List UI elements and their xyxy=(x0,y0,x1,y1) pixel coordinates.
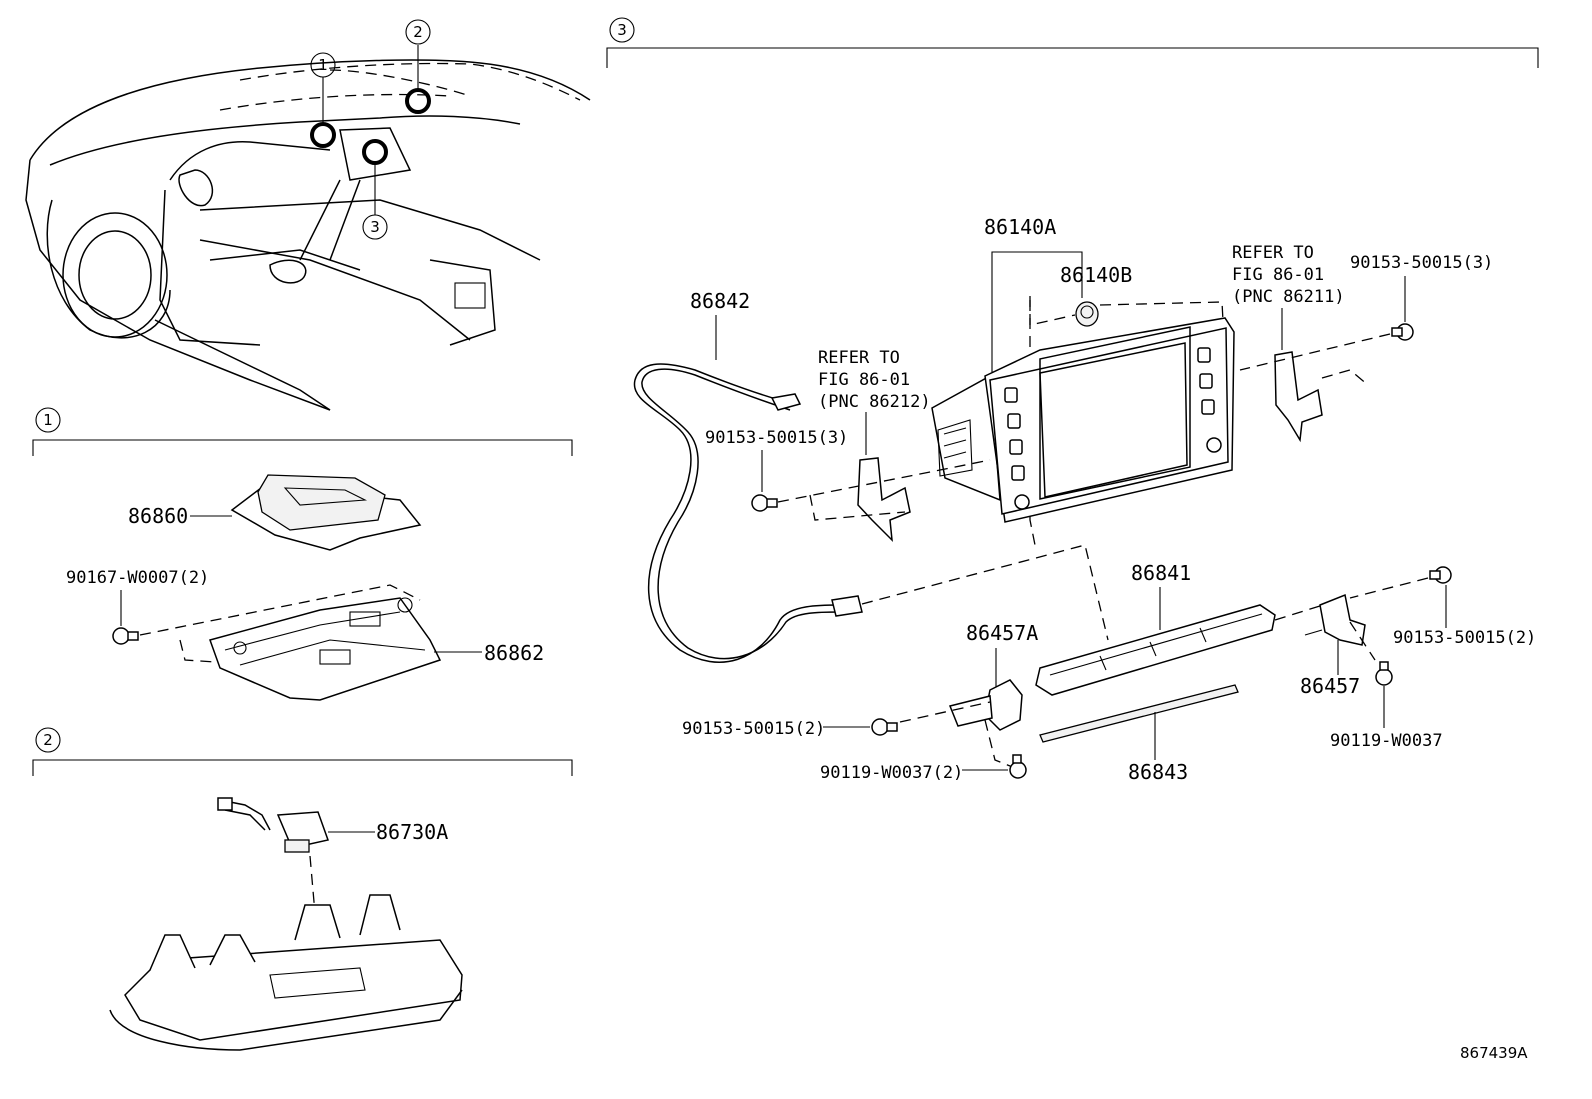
section-3-marker: 3 xyxy=(617,21,627,39)
label-86860: 86860 xyxy=(128,504,188,528)
overview-callout-2: 2 xyxy=(413,23,423,41)
section-2: 2 86730A xyxy=(32,727,573,1051)
vehicle-interior-overview: 1 2 3 xyxy=(25,19,591,411)
screw-90119-right xyxy=(1375,661,1393,686)
part-86140b-knob xyxy=(1075,301,1099,327)
refer-right-line1: REFER TO xyxy=(1232,243,1314,263)
overhead-console-housing xyxy=(109,894,463,1051)
overview-callout-1: 1 xyxy=(318,56,328,74)
label-90119-w0037-2: 90119-W0037(2) xyxy=(820,763,963,783)
label-86842: 86842 xyxy=(690,289,750,313)
part-86842-cable xyxy=(633,363,863,663)
refer-right-line3: (PNC 86211) xyxy=(1232,287,1345,307)
part-86730a-connector xyxy=(217,797,329,853)
screw-90153-left-3 xyxy=(751,494,778,512)
figure-id: 867439A xyxy=(1460,1044,1528,1062)
screw-90153-right-3 xyxy=(1391,323,1414,341)
part-86457-bracket xyxy=(1304,593,1376,661)
label-86140b: 86140B xyxy=(1060,263,1132,287)
part-86457a-bracket xyxy=(948,679,1023,769)
refer-left-line1: REFER TO xyxy=(818,348,900,368)
label-90153-50015-2-right: 90153-50015(2) xyxy=(1393,628,1536,648)
part-86860-module xyxy=(230,474,422,551)
part-86841-panel xyxy=(1035,604,1276,696)
refer-right-line2: FIG 86-01 xyxy=(1232,265,1324,285)
overview-callout-3: 3 xyxy=(370,218,380,236)
label-86862: 86862 xyxy=(484,641,544,665)
section-3: 3 86140A 86140B xyxy=(606,17,1539,784)
label-86841: 86841 xyxy=(1131,561,1191,585)
label-86140a: 86140A xyxy=(984,215,1056,239)
right-mounting-bracket xyxy=(1274,351,1369,443)
refer-left-line2: FIG 86-01 xyxy=(818,370,910,390)
refer-left-line3: (PNC 86212) xyxy=(818,392,931,412)
screw-90153-left-2 xyxy=(871,718,898,736)
label-86457a: 86457A xyxy=(966,621,1038,645)
left-mounting-bracket xyxy=(809,457,911,543)
label-86457: 86457 xyxy=(1300,674,1360,698)
label-90153-50015-2-left: 90153-50015(2) xyxy=(682,719,825,739)
part-86862-bracket xyxy=(209,597,442,701)
screw-90167 xyxy=(112,627,139,645)
label-90167-w0007: 90167-W0007(2) xyxy=(66,568,209,588)
part-86843-strip xyxy=(1039,684,1239,743)
section-1: 1 86860 90167-W0007(2) 868 xyxy=(32,407,573,701)
screw-90119-left xyxy=(1009,754,1027,779)
part-86140a-display-unit xyxy=(931,317,1235,523)
screw-90153-right-2 xyxy=(1429,566,1452,584)
section-1-marker: 1 xyxy=(43,411,53,429)
label-86730a: 86730A xyxy=(376,820,448,844)
label-90153-50015-3-right: 90153-50015(3) xyxy=(1350,253,1493,273)
section-2-marker: 2 xyxy=(43,731,53,749)
label-86843: 86843 xyxy=(1128,760,1188,784)
label-90153-50015-3-left: 90153-50015(3) xyxy=(705,428,848,448)
label-90119-w0037: 90119-W0037 xyxy=(1330,731,1443,751)
